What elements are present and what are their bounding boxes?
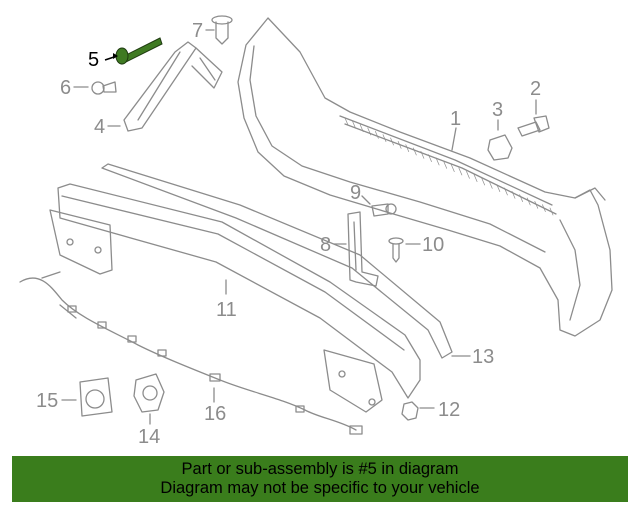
texture-rib [428,154,432,163]
clip [487,134,513,161]
callout-3: 3 [492,99,503,121]
texture-rib [519,194,523,203]
callout-9: 9 [350,182,361,204]
texture-rib [443,160,448,169]
texture-rib [526,197,531,206]
bumper-cover-texture [344,117,554,216]
texture-rib [375,130,379,139]
beam-holes [66,238,376,406]
texture-rib [549,207,554,216]
callout-2: 2 [530,78,541,100]
texture-rib [466,170,470,179]
parking-sensor [133,373,165,413]
texture-rib [390,137,394,146]
texture-rib [473,174,478,183]
callout-11: 11 [216,299,237,321]
callout-14: 14 [138,426,160,448]
banner-line-part: Part or sub-assembly is #5 in diagram [181,460,459,478]
texture-rib [367,127,372,136]
texture-rib [481,177,486,186]
texture-rib [504,187,508,196]
callout-6: 6 [60,77,71,99]
screw-10 [388,237,404,263]
texture-rib [435,157,440,166]
screw [91,81,117,95]
texture-rib [405,144,410,153]
callout-7: 7 [192,20,203,42]
parts-diagram: 1 2 3 4 5 6 7 8 9 10 11 12 13 14 15 16 [19,15,613,448]
mounting-bracket [347,211,379,287]
texture-rib [382,134,387,143]
callout-13: 13 [472,346,494,368]
texture-rib [542,204,546,213]
callout-15: 15 [36,390,58,412]
bolt [517,115,550,137]
bumper-cover [237,17,613,337]
absorber-strip [101,163,453,359]
sensor-bezel [79,377,113,417]
texture-rib [352,120,356,129]
nut [401,401,419,421]
callout-4: 4 [94,116,105,138]
texture-rib [397,140,402,149]
texture-rib [488,180,493,189]
callout-10: 10 [422,234,444,256]
wiring-harness [19,271,357,431]
reinforcement-beam [49,183,421,413]
push-pin [211,15,233,45]
texture-rib [534,200,539,209]
banner-line-disclaimer: Diagram may not be specific to your vehi… [160,479,480,497]
callout-5: 5 [88,49,99,71]
texture-rib [450,164,455,173]
texture-rib [496,184,501,193]
side-bracket [123,41,223,132]
info-banner: Part or sub-assembly is #5 in diagram Di… [12,456,628,502]
callout-8: 8 [320,234,331,256]
highlighted-part-5 [104,37,163,65]
texture-rib [344,117,349,126]
texture-rib [511,190,516,199]
callout-16: 16 [204,403,226,425]
texture-rib [359,124,364,133]
harness-connectors [67,305,363,435]
bolt-9 [371,203,397,217]
texture-rib [412,147,417,156]
texture-rib [420,150,425,159]
callout-1: 1 [450,108,461,130]
callout-12: 12 [438,399,460,421]
texture-rib [458,167,463,176]
leader-lines [61,29,537,425]
